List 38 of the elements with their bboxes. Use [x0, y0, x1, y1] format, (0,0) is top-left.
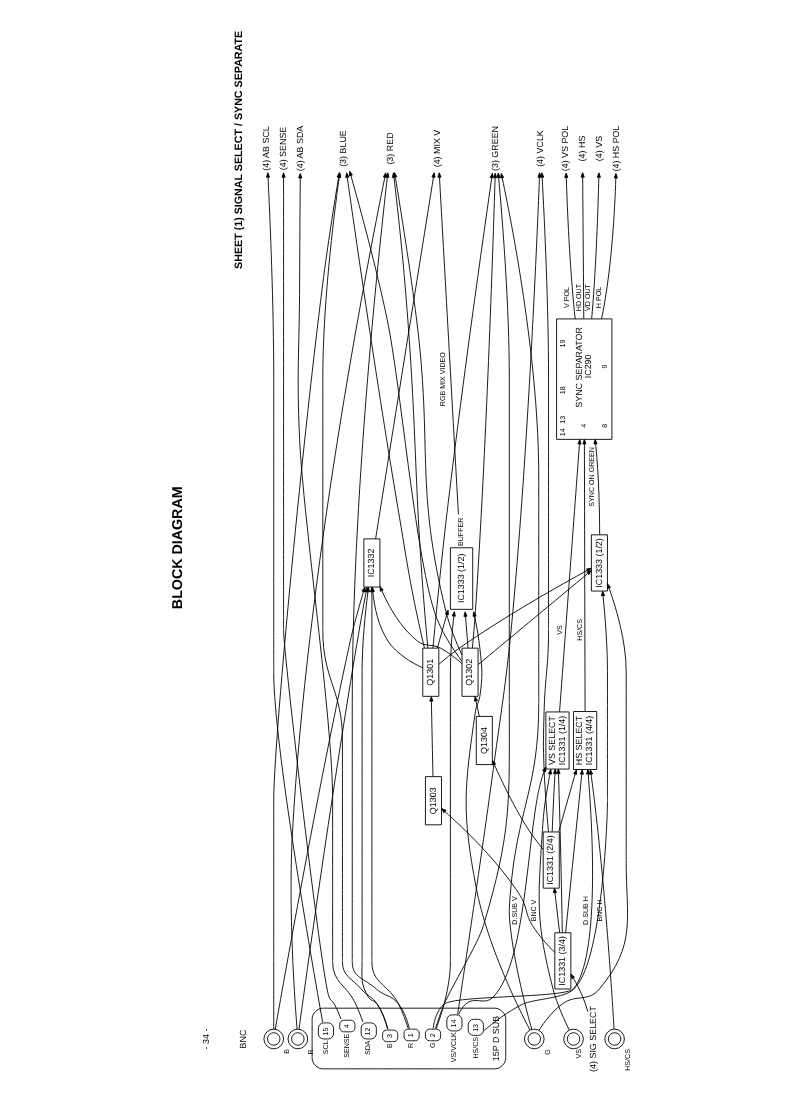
- arrow: [437, 172, 459, 515]
- arrow: [591, 172, 601, 320]
- arrow: [465, 611, 531, 1031]
- arrow: [463, 611, 469, 649]
- arrow: [477, 570, 592, 666]
- arrow: [552, 887, 561, 934]
- arrow: [558, 769, 578, 833]
- arrow: [474, 696, 480, 717]
- arrow: [559, 439, 582, 713]
- arrow: [438, 567, 592, 665]
- arrow: [436, 609, 449, 649]
- arrow: [266, 172, 324, 1023]
- arrow: [601, 173, 618, 320]
- arrow: [429, 696, 434, 778]
- arrow: [274, 586, 366, 1030]
- arrow: [570, 973, 589, 1012]
- arrow: [483, 769, 593, 1032]
- arrow: [471, 172, 498, 649]
- arrow: [379, 586, 463, 664]
- arrow: [458, 766, 547, 1015]
- arrow: [432, 172, 494, 649]
- arrow: [432, 590, 608, 1029]
- arrow: [538, 583, 628, 1031]
- arrow: [565, 769, 584, 934]
- arrow: [540, 172, 549, 833]
- arrow: [538, 769, 570, 1031]
- arrow: [441, 808, 556, 953]
- arrow: [435, 172, 510, 1029]
- arrow: [580, 172, 585, 320]
- arrow: [593, 438, 601, 536]
- arrow: [551, 768, 557, 833]
- arrow: [582, 439, 587, 712]
- arrow: [435, 611, 456, 1030]
- arrow: [589, 769, 615, 1030]
- arrow: [564, 172, 576, 320]
- arrow: [556, 768, 563, 934]
- arrow: [500, 172, 540, 1030]
- arrow: [457, 172, 542, 1015]
